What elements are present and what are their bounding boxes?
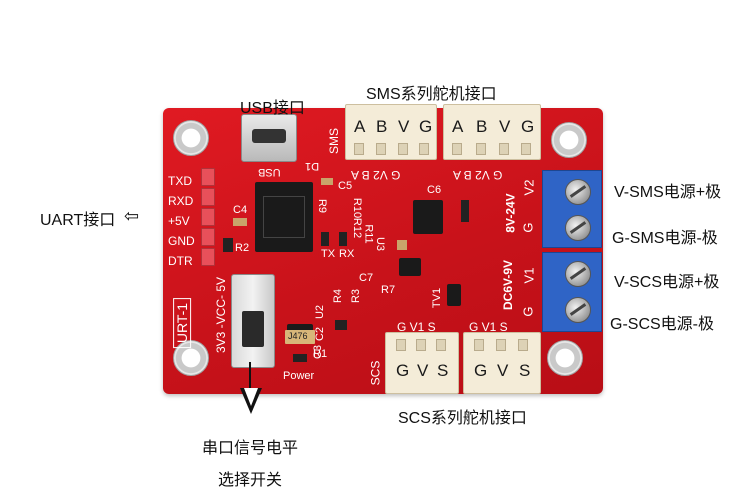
sms1-pin-g: G <box>419 117 433 136</box>
j476-label: J476 <box>288 331 308 341</box>
c2-silk-label: C2 <box>314 326 327 342</box>
rx-led-label: RX <box>339 248 355 260</box>
scs1-silk-pinout: G V1 S <box>397 320 436 334</box>
tv1-silk-label: TV1 <box>431 287 444 309</box>
v-sms-callout: V-SMS电源+极 <box>614 184 722 201</box>
g-sms-callout: G-SMS电源-极 <box>612 230 718 247</box>
mounting-hole-top-right <box>551 122 587 158</box>
sms-terminal-v2: V2 <box>521 179 537 196</box>
sms2-pin-a: A <box>452 117 464 136</box>
c6-silk-label: C6 <box>427 184 442 196</box>
u2-silk-label: U2 <box>314 304 327 320</box>
scs2-silk-pinout: G V1 S <box>469 320 508 334</box>
sms-negative-screw[interactable] <box>565 215 591 241</box>
scs-silk-label: SCS <box>368 360 383 386</box>
scs-positive-screw[interactable] <box>565 261 591 287</box>
level-shift-chip <box>413 200 443 234</box>
tx-led-label: TX <box>321 248 336 260</box>
v-scs-callout: V-SCS电源+极 <box>614 274 720 291</box>
sms-connector-callout: SMS系列舵机接口 <box>366 86 497 103</box>
scs-servo-connector-1[interactable]: G V S <box>385 332 459 394</box>
scs1-pin-g: G <box>396 361 410 380</box>
uart-pin-dtr: DTR <box>168 254 193 268</box>
power-led <box>293 354 307 362</box>
switch-callout-line2: 选择开关 <box>218 472 283 489</box>
voltage-select-switch[interactable] <box>231 274 275 368</box>
uart-callout: UART接口 <box>40 212 116 229</box>
c4-silk-label: C4 <box>233 204 248 216</box>
switch-arrow-shaft <box>249 362 251 394</box>
r11-silk-label: R11 <box>362 224 375 244</box>
switch-knob[interactable] <box>242 311 264 347</box>
sms1-pin-b: B <box>376 117 388 136</box>
r4-silk-label: R4 <box>332 288 345 304</box>
uart-arrow-icon: ⇦ <box>124 206 140 226</box>
g-scs-callout: G-SCS电源-极 <box>610 316 715 333</box>
uart-pin-rxd: RXD <box>168 194 194 208</box>
scs2-pin-v: V <box>497 361 509 380</box>
r12-silk-label: R12 <box>351 217 364 239</box>
sms-servo-connector-2[interactable]: A B V G <box>443 104 541 160</box>
servo-driver-board: USB D1 SMS C5 R9 R10 R12 R11 C4 R2 TX RX… <box>163 104 603 394</box>
scs-negative-screw[interactable] <box>565 297 591 323</box>
model-label: URT-1 <box>173 297 192 349</box>
switch-callout-line1: 串口信号电平 <box>202 440 299 457</box>
usb-port-callout: USB接口 <box>240 100 305 117</box>
mounting-hole-top-left <box>173 120 209 156</box>
scs1-pin-v: V <box>417 361 429 380</box>
mounting-hole-bottom-left <box>173 340 209 376</box>
scs-connector-callout: SCS系列舵机接口 <box>398 410 527 427</box>
sms2-pin-v: V <box>499 117 511 136</box>
uart-header[interactable] <box>201 168 215 268</box>
r2-silk-label: R2 <box>235 242 250 254</box>
uart-pin-gnd: GND <box>168 234 195 248</box>
uart-pin-5v: +5V <box>168 214 190 228</box>
usb-port[interactable] <box>241 114 297 162</box>
sms2-silk-pinout: G V2 B A <box>453 168 503 182</box>
sms1-silk-pinout: G V2 B A <box>351 168 401 182</box>
tantalum-capacitor: J476 <box>285 330 315 344</box>
sms-terminal-g: G <box>520 222 536 233</box>
c7-silk-label: C7 <box>359 272 374 284</box>
r3-silk-label: R3 <box>350 288 363 304</box>
sms2-pin-g: G <box>521 117 535 136</box>
r9-silk-label: R9 <box>316 198 329 214</box>
usb-silk-label: USB <box>258 166 281 178</box>
scs2-pin-g: G <box>474 361 488 380</box>
sms-silk-label: SMS <box>327 127 342 155</box>
sms1-pin-a: A <box>354 117 366 136</box>
scs-voltage-label: DC6V-9V <box>501 259 516 311</box>
u3-silk-label: U3 <box>374 236 387 252</box>
scs2-pin-s: S <box>519 361 531 380</box>
usb-uart-chip <box>255 182 313 252</box>
scs1-pin-s: S <box>437 361 449 380</box>
r1-silk-label: R1 <box>313 348 328 360</box>
sms-voltage-label: 8V-24V <box>503 193 518 233</box>
sms-power-terminal[interactable] <box>542 170 602 248</box>
c5-silk-label: C5 <box>338 180 353 192</box>
r7-silk-label: R7 <box>381 284 396 296</box>
scs-power-terminal[interactable] <box>542 252 602 332</box>
power-label: Power <box>283 370 315 382</box>
sms1-pin-v: V <box>398 117 410 136</box>
sms-positive-screw[interactable] <box>565 179 591 205</box>
d1-silk-label: D1 <box>305 160 320 172</box>
scs-servo-connector-2[interactable]: G V S <box>463 332 541 394</box>
r10-silk-label: R10 <box>351 197 364 219</box>
mounting-hole-bottom-right <box>547 340 583 376</box>
sms2-pin-b: B <box>476 117 488 136</box>
sms-servo-connector-1[interactable]: A B V G <box>345 104 437 160</box>
uart-pin-txd: TXD <box>168 174 192 188</box>
scs-terminal-v1: V1 <box>521 267 537 284</box>
switch-silk-label: 3V3 -VCC- 5V <box>214 276 229 354</box>
scs-terminal-g: G <box>520 306 536 317</box>
